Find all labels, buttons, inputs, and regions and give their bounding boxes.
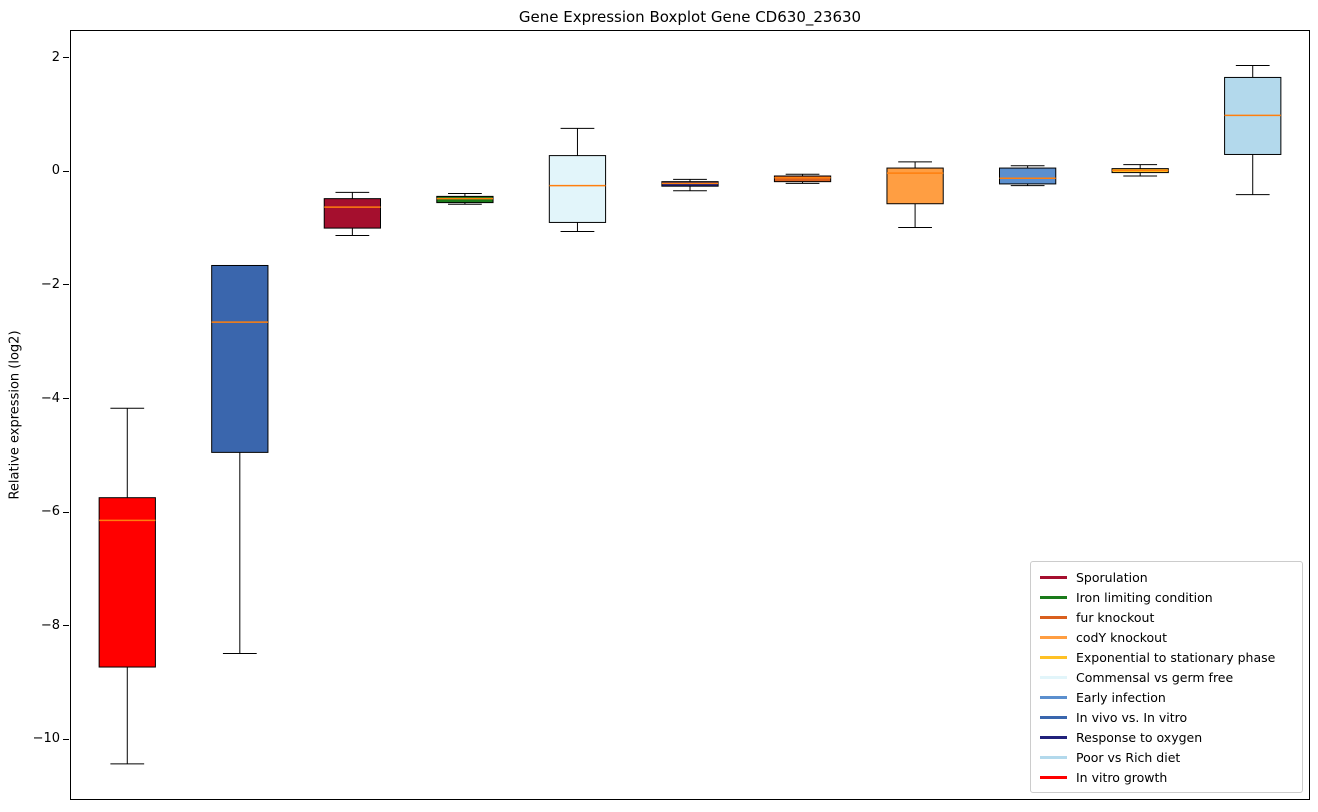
- legend-swatch: [1040, 735, 1067, 739]
- legend-item: In vitro growth: [1040, 767, 1293, 787]
- y-tick-mark: [63, 625, 69, 627]
- legend-swatch: [1040, 755, 1067, 759]
- box-4: [548, 155, 607, 223]
- legend-label: In vitro growth: [1076, 769, 1168, 785]
- legend-item: Iron limiting condition: [1040, 587, 1293, 607]
- legend-swatch: [1040, 775, 1067, 779]
- legend-swatch: [1040, 615, 1067, 619]
- legend-label: fur knockout: [1076, 609, 1155, 625]
- y-tick-label: 2: [51, 49, 60, 65]
- legend-swatch: [1040, 595, 1067, 599]
- legend-item: Sporulation: [1040, 567, 1293, 587]
- legend-item: Commensal vs germ free: [1040, 667, 1293, 687]
- box-7: [886, 167, 944, 205]
- legend-label: Exponential to stationary phase: [1076, 649, 1276, 665]
- y-tick-label: −8: [40, 617, 60, 633]
- legend-label: Commensal vs germ free: [1076, 669, 1234, 685]
- legend-label: Poor vs Rich diet: [1076, 749, 1181, 765]
- legend-item: Exponential to stationary phase: [1040, 647, 1293, 667]
- legend-label: In vivo vs. In vitro: [1076, 709, 1188, 725]
- box-0: [98, 497, 156, 668]
- chart-title: Gene Expression Boxplot Gene CD630_23630: [518, 8, 862, 26]
- legend-label: Response to oxygen: [1076, 729, 1203, 745]
- y-tick-label: −4: [40, 390, 60, 406]
- y-tick-mark: [63, 511, 69, 513]
- legend-item: Response to oxygen: [1040, 727, 1293, 747]
- box-2: [323, 198, 381, 229]
- legend-swatch: [1040, 695, 1067, 699]
- y-tick-label: −2: [40, 276, 60, 292]
- box-3: [436, 195, 494, 204]
- y-tick-mark: [63, 57, 69, 59]
- y-tick-mark: [63, 738, 69, 740]
- y-tick-mark: [63, 398, 69, 400]
- boxplot-svg: [98, 65, 1282, 765]
- legend-swatch: [1040, 655, 1067, 659]
- legend-label: Early infection: [1076, 689, 1166, 705]
- legend-swatch: [1040, 575, 1067, 579]
- legend-item: Early infection: [1040, 687, 1293, 707]
- legend-swatch: [1040, 635, 1067, 639]
- y-axis-label: Relative expression (log2): [7, 330, 23, 500]
- y-tick-label: −10: [32, 731, 60, 747]
- legend-swatch: [1040, 675, 1067, 679]
- legend-item: codY knockout: [1040, 627, 1293, 647]
- legend-swatch: [1040, 715, 1067, 719]
- legend-label: Iron limiting condition: [1076, 589, 1213, 605]
- legend-item: Poor vs Rich diet: [1040, 747, 1293, 767]
- legend-item: In vivo vs. In vitro: [1040, 707, 1293, 727]
- legend-item: fur knockout: [1040, 607, 1293, 627]
- legend-label: Sporulation: [1076, 569, 1148, 585]
- box-6: [773, 175, 832, 183]
- legend-label: codY knockout: [1076, 629, 1168, 645]
- y-tick-label: −6: [40, 504, 60, 520]
- y-tick-mark: [63, 170, 69, 172]
- y-tick-label: 0: [51, 163, 60, 179]
- box-1: [211, 264, 269, 453]
- box-8: [999, 167, 1057, 185]
- y-tick-mark: [63, 284, 69, 286]
